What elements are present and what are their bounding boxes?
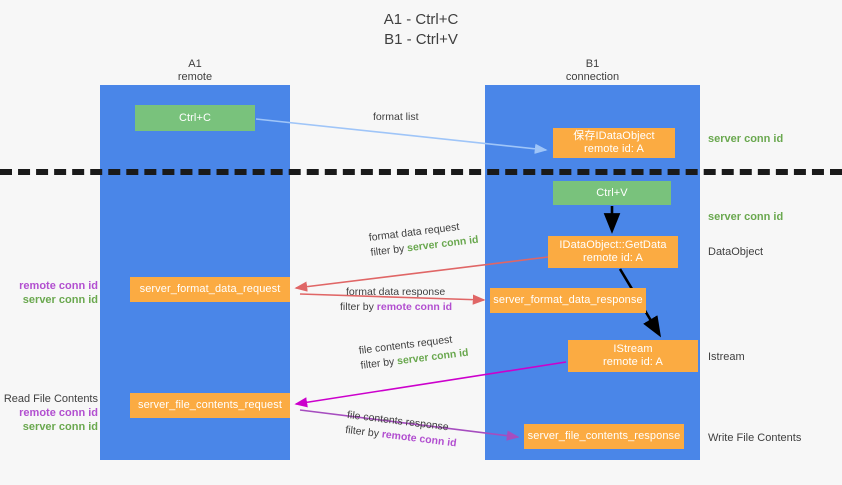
caption-format-list: format list	[373, 111, 419, 123]
label-remote-conn-id-1: remote conn id	[19, 280, 98, 292]
caption-format-data-request: format data request filter by server con…	[368, 218, 479, 261]
label-group-conn-ids-top: remote conn id server conn id	[0, 279, 98, 307]
box-ctrl-c[interactable]: Ctrl+C	[135, 105, 255, 131]
box-server-format-data-request[interactable]: server_format_data_request	[130, 277, 290, 302]
label-read-file-contents: Read File Contents	[3, 393, 98, 405]
box-ctrl-v[interactable]: Ctrl+V	[553, 181, 671, 205]
label-group-conn-ids-bottom: Read File Contents remote conn id server…	[0, 392, 98, 434]
caption-file-contents-response: file contents response filter by remote …	[344, 408, 459, 451]
caption-format-data-response-line1: format data response	[346, 286, 446, 298]
box-server-file-contents-request[interactable]: server_file_contents_request	[130, 393, 290, 418]
label-dataobject: DataObject	[708, 246, 764, 258]
box-idataobject-getdata[interactable]: IDataObject::GetData remote id: A	[548, 236, 678, 268]
label-server-conn-id-1: server conn id	[22, 294, 98, 306]
label-server-conn-id-2: server conn id	[22, 421, 98, 433]
filter-prefix: filter by	[369, 242, 408, 259]
box-istream[interactable]: IStream remote id: A	[568, 340, 698, 372]
caption-format-data-response: format data response filter by remote co…	[340, 285, 452, 315]
label-istream: Istream	[708, 351, 745, 363]
lane-header-a1: A1 remote	[177, 58, 213, 83]
label-server-conn-id-top: server conn id	[708, 133, 784, 145]
label-remote-conn-id-2: remote conn id	[19, 407, 98, 419]
filter-prefix: filter by	[344, 423, 383, 441]
filter-prefix: filter by	[340, 301, 377, 313]
box-server-file-contents-response[interactable]: server_file_contents_response	[524, 424, 684, 449]
box-server-format-data-response[interactable]: server_format_data_response	[490, 288, 646, 313]
label-write-file-contents: Write File Contents	[708, 432, 802, 444]
box-save-idataobject[interactable]: 保存IDataObject remote id: A	[553, 128, 675, 158]
lane-header-b1: B1 connection	[565, 58, 620, 83]
label-server-conn-id-mid: server conn id	[708, 211, 784, 223]
caption-format-data-response-filter: filter by remote conn id	[340, 300, 452, 315]
caption-file-contents-request: file contents request filter by server c…	[358, 331, 469, 374]
page-title: A1 - Ctrl+C B1 - Ctrl+V	[383, 11, 459, 48]
filter-key-remote-conn-id: remote conn id	[376, 301, 453, 313]
filter-prefix: filter by	[359, 355, 398, 372]
phase-separator-dashed-line	[0, 169, 842, 175]
